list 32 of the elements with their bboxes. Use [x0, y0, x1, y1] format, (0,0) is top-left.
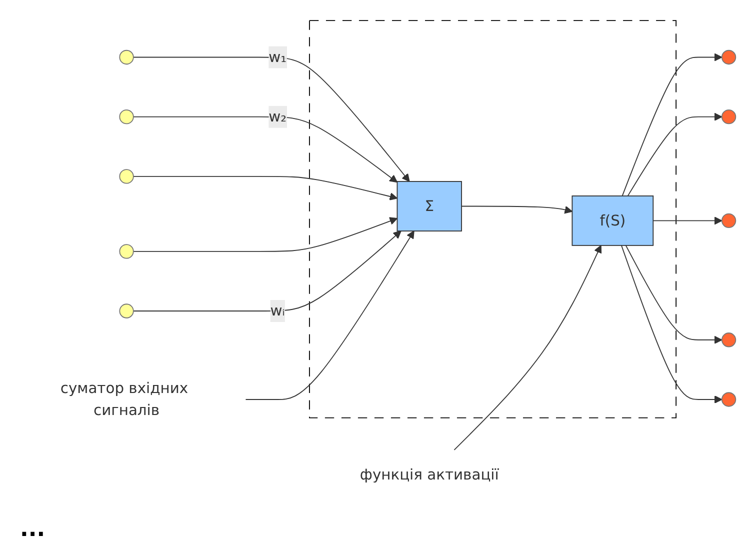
node-circle [721, 392, 736, 407]
node-circle [119, 304, 134, 318]
arrow [132, 230, 402, 312]
edge-label: w₁ [268, 48, 287, 66]
node-circle [119, 50, 134, 65]
ellipsis-mark: ... [20, 517, 46, 542]
arrow [132, 56, 410, 182]
arrow [627, 112, 722, 196]
node-circle [721, 213, 736, 228]
arrow [132, 116, 398, 183]
node-circle [721, 110, 736, 124]
node-circle [721, 50, 736, 65]
cluster [309, 20, 677, 418]
node-box: f(S) [572, 195, 654, 246]
arrow [454, 245, 602, 450]
arrow [625, 244, 722, 344]
node-text: функція активації [360, 466, 499, 483]
edge-label: w₂ [268, 108, 287, 126]
arrow [461, 206, 573, 214]
arrow [245, 230, 414, 400]
arrow [132, 176, 398, 200]
arrow [620, 244, 722, 404]
edge-label: wᵢ [270, 302, 285, 320]
arrow [132, 217, 398, 252]
arrow [622, 53, 722, 196]
node-circle [119, 244, 134, 259]
node-text: суматор вхідних сигналів [60, 379, 188, 419]
arrow [652, 216, 722, 225]
node-box: Σ [396, 181, 462, 232]
node-circle [721, 332, 736, 348]
node-circle [119, 110, 134, 124]
node-circle [119, 169, 134, 184]
